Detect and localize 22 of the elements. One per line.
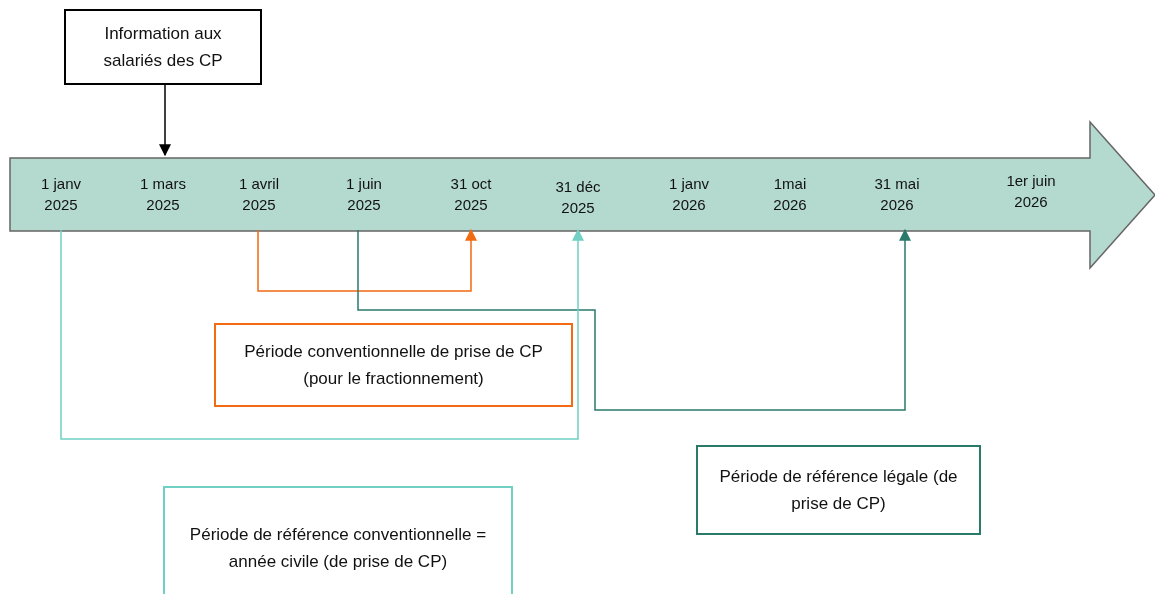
arrow <box>60 228 584 440</box>
box-text: Période de référence conventionnelle = année civile (de prise de CP) <box>188 523 488 573</box>
date-label: 1 juin 2025 <box>332 155 396 230</box>
text-box <box>64 9 262 85</box>
date-label: 1er juin 2026 <box>996 152 1066 227</box>
box-text: Période conventionnelle de prise de CP (pour le fractionnement) <box>243 340 544 390</box>
date-label: 1 janv 2026 <box>657 155 721 230</box>
arrow <box>159 84 171 157</box>
date-label: 31 oct 2025 <box>439 155 503 230</box>
arrow <box>257 228 477 292</box>
text-box <box>163 486 513 594</box>
box-text: Période de référence légale (de prise de CP) <box>718 465 959 515</box>
text-box <box>696 445 981 535</box>
date-label: 31 mai 2026 <box>865 155 929 230</box>
date-label: 31 déc 2025 <box>546 158 610 230</box>
box-text: Information aux salariés des CP <box>102 22 224 72</box>
date-label: 1 janv 2025 <box>31 155 91 230</box>
date-label: 1 avril 2025 <box>227 155 291 230</box>
date-label: 1 mars 2025 <box>131 155 195 230</box>
arrow <box>357 228 911 411</box>
text-box <box>214 323 573 407</box>
date-label: 1mai 2026 <box>758 155 822 230</box>
